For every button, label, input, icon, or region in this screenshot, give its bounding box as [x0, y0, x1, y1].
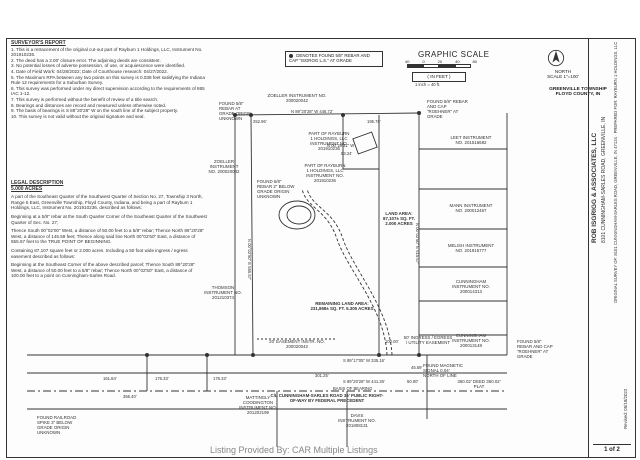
- report-line: 10. This survey is not valid without the…: [11, 113, 145, 119]
- firm-address: 8101 CUNNINGHAM-SARLES ROAD, GREENVILLE,…: [601, 116, 607, 243]
- surveyors-report: SURVEYOR'S REPORT 1. This is a retraceme…: [11, 40, 207, 119]
- report-header: SURVEYOR'S REPORT: [11, 40, 66, 46]
- north-label: NORTH SCALE 1"=100': [537, 69, 589, 79]
- rebar-note: FOUND 5/8" REBAR 2" BELOW GRADE ORIGIN U…: [257, 179, 295, 199]
- mann-label: MANN INSTRUMENT NO. 200012467: [449, 203, 493, 213]
- thomson-label: THOMSON INSTRUMENT NO. 201210374: [204, 285, 242, 300]
- township-block: GREENVILLE TOWNSHIP FLOYD COUNTY, IN: [543, 87, 613, 98]
- rebar-note: FOUND RAILROAD SPIKE 3" BELOW GRADE ORIG…: [37, 415, 77, 435]
- dim-label: N 89°20'28" W 446.72': [291, 109, 334, 114]
- basis-label: BASIS OF BEARING: [333, 386, 373, 391]
- north-text: NORTH: [554, 69, 572, 74]
- report-line: 5. The Maximum RPA between any two point…: [11, 74, 205, 86]
- survey-sheet: SURVEYOR'S REPORT 1. This is a retraceme…: [6, 38, 636, 458]
- scale-tick: 80: [472, 59, 477, 64]
- report-line: 6. This survey was performed under my di…: [11, 85, 205, 97]
- rebar-note: FOUND MAGNETIC SIGNAL 0.04' NORTH OF LIN…: [423, 363, 464, 378]
- dim-label: 50.00': [407, 379, 419, 384]
- title-block: ROB ISGRIGG & ASSOCIATES, LLC 8101 CUNNI…: [588, 39, 635, 457]
- legal-header: LEGAL DESCRIPTION: [11, 180, 64, 186]
- dim-label: N 00°29'31" W: [327, 143, 355, 148]
- dim-label: 301.25': [315, 373, 329, 378]
- job-description: ORIGINAL SURVEY OF: 8101 CUNNINGHAM-SARL…: [613, 41, 618, 303]
- scale-tick: 40: [405, 59, 410, 64]
- report-line: 7. This survey is performed without the …: [11, 96, 159, 102]
- rebar-symbol-icon: [289, 53, 293, 58]
- easement-50-label: 50' INGRESS / EGRESS / UTILITY EASEMENT: [403, 335, 453, 345]
- remaining-area-label: REMAINING LAND AREA: 231,868± SQ. FT. 5.…: [310, 301, 374, 311]
- road-label: C/L CUNNINGHAM-SARLES ROAD 35' PUBLIC RI…: [270, 393, 384, 403]
- report-line: 3. No potential losses of adverse posses…: [11, 63, 186, 69]
- dim-label: 356.40': [123, 394, 137, 399]
- rebar-note: FOUND 5/8" REBAR AND CAP "ROEHNER" AT GR…: [517, 339, 553, 359]
- zoeller-top-label: ZOELLER INSTRUMENT NO. 200020042: [267, 93, 327, 103]
- sheet-number: 1 of 2: [593, 444, 631, 453]
- scale-bar: [407, 64, 471, 68]
- scale-ratio: 1 inch = 40 ft.: [415, 82, 441, 87]
- report-line: 4. Date of Field Work: 04/28/2022; Date …: [11, 68, 168, 74]
- legend-text: DENOTES FOUND 5/8" REBAR AND CAP "ISGROG…: [289, 53, 370, 63]
- dim-label: 45.59': [411, 365, 423, 370]
- scale-tick: 20: [437, 59, 443, 64]
- legal-para: Containing 87,107 square feet or 2.000 a…: [11, 247, 188, 259]
- rebar-note: FOUND 5/8" REBAR AND CAP "ROEHNER" AT GR…: [427, 99, 468, 119]
- dim-label: 176.33': [155, 376, 169, 381]
- north-scale: SCALE 1"=100': [547, 74, 579, 80]
- scale-unit-text: ( IN FEET ): [427, 74, 451, 79]
- cunningham-label-1: CUNNINGHAM INSTRUMENT NO. 200014313: [452, 279, 490, 294]
- firm-name: ROB ISGRIGG & ASSOCIATES, LLC: [591, 132, 598, 243]
- legal-description: LEGAL DESCRIPTION 5.000 ACRES A part of …: [11, 180, 207, 279]
- dim-label: 83.24': [341, 151, 353, 156]
- leet-label: LEET INSTRUMENT NO. 201516682: [450, 135, 492, 145]
- scale-ticks: 40 0 20 40 80: [405, 59, 477, 64]
- legal-para: A part of the Southeast Quarter of the S…: [11, 194, 203, 211]
- davis-label: DAVIS INSTRUMENT NO. 201808131: [338, 413, 376, 428]
- scale-tick: 40: [455, 59, 460, 64]
- county-text: FLOYD COUNTY, IN: [555, 92, 601, 98]
- cunningham-label-2: CUNNINGHAM INSTRUMENT NO. 200013148: [452, 333, 490, 348]
- report-line: 1. This is a retracement of the original…: [11, 46, 203, 58]
- legal-para: Beginning at the Southeast Corner of the…: [11, 262, 196, 279]
- dim-label: 100.00': [385, 339, 399, 344]
- report-line: 9. The basis of bearings is S 89°20'28" …: [11, 108, 179, 114]
- scale-unit: ( IN FEET ): [412, 72, 466, 82]
- easement-20-label: 20' EASEMENT INSTR. NO. 200020042: [269, 339, 325, 349]
- rebar-note: FOUND 5/8" REBAR AT GRADE ORIGIN UNKNOWN: [219, 101, 252, 121]
- parcel-label-2: PART OF RAYBURN 1 HOLDINGS, LLC INSTRUME…: [304, 163, 346, 183]
- dim-label: S 89°20'28" W 441.26': [343, 379, 385, 384]
- dim-label: 252.96': [253, 119, 267, 124]
- dim-label: N 00°02'50" E 555.57': [247, 239, 252, 280]
- legal-para: Thence South 00°02'00" West, a distance …: [11, 228, 205, 245]
- legal-para: Beginning at a 5/8" rebar at the South Q…: [11, 213, 207, 225]
- land-area-label: LAND AREA: 87,107± SQ. FT. 2.000 ACRES: [383, 211, 415, 226]
- dim-label: 195.76': [367, 119, 381, 124]
- plat-drawing: [27, 111, 508, 447]
- dim-label: 161.84': [103, 376, 117, 381]
- revision-date: Revised: 05/18/2022: [623, 388, 628, 429]
- dim-label: 360.02' DEED 360.02' PLAT: [457, 379, 501, 389]
- dim-label: N 00°02'50" E 615.57': [415, 223, 420, 264]
- dim-label: 176.33': [213, 376, 227, 381]
- report-line: 2. The deed has a 2.00' closure error. T…: [11, 57, 161, 63]
- scale-tick: 0: [422, 59, 425, 64]
- parcel-label: PART OF RAYBURN 1 HOLDINGS, LLC INSTRUME…: [308, 131, 350, 151]
- zoeller-left-label: ZOELLER INSTRUMENT NO. 200020042: [208, 159, 240, 174]
- mattingly-label: MATTINGLY COODINGTON INSTRUMENT NO. 2012…: [239, 395, 277, 415]
- scale-title: GRAPHIC SCALE: [418, 50, 490, 59]
- report-line: 8. Bearings and distances are record and…: [11, 102, 167, 108]
- north-arrow-icon: [547, 49, 565, 67]
- listing-footer: Listing Provided By: CAR Multiple Listin…: [210, 445, 378, 455]
- legend-box: DENOTES FOUND 5/8" REBAR AND CAP "ISGROG…: [285, 51, 383, 67]
- melish-label: MELISH INSTRUMENT NO. 201915777: [447, 243, 495, 253]
- dim-label: S 89°17'05" W 335.16': [343, 358, 385, 363]
- township-text: GREENVILLE TOWNSHIP: [549, 87, 607, 92]
- legal-subheader: 5.000 ACRES: [11, 185, 43, 192]
